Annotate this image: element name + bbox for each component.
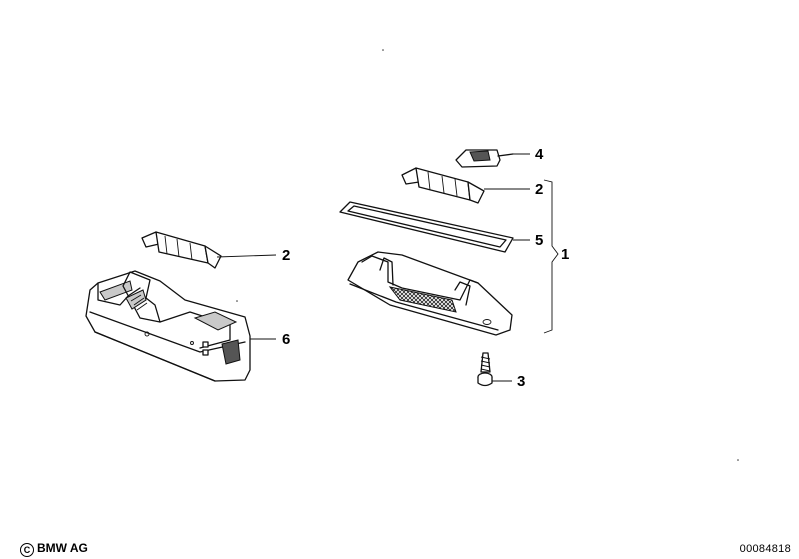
lens-frame <box>339 201 514 253</box>
callout-lens: 5 <box>535 232 543 249</box>
spring-clip <box>455 149 514 168</box>
screw <box>477 352 493 387</box>
callout-bulb-right: 2 <box>535 181 543 198</box>
callout-screw: 3 <box>517 373 525 390</box>
copyright-text: BMW AG <box>37 541 88 555</box>
callout-housing-left: 6 <box>282 331 290 348</box>
lamp-housing-right <box>347 251 513 336</box>
drawing-number: 00084818 <box>739 543 791 555</box>
lamp-housing-left <box>85 270 251 382</box>
callout-assembly: 1 <box>561 246 569 263</box>
festoon-bulb-right <box>401 167 485 204</box>
callout-clip: 4 <box>535 146 544 163</box>
festoon-bulb-left <box>141 231 222 269</box>
copyright-icon: C <box>20 543 34 557</box>
callout-bulb-left: 2 <box>282 247 290 264</box>
leader-lines <box>216 153 559 382</box>
